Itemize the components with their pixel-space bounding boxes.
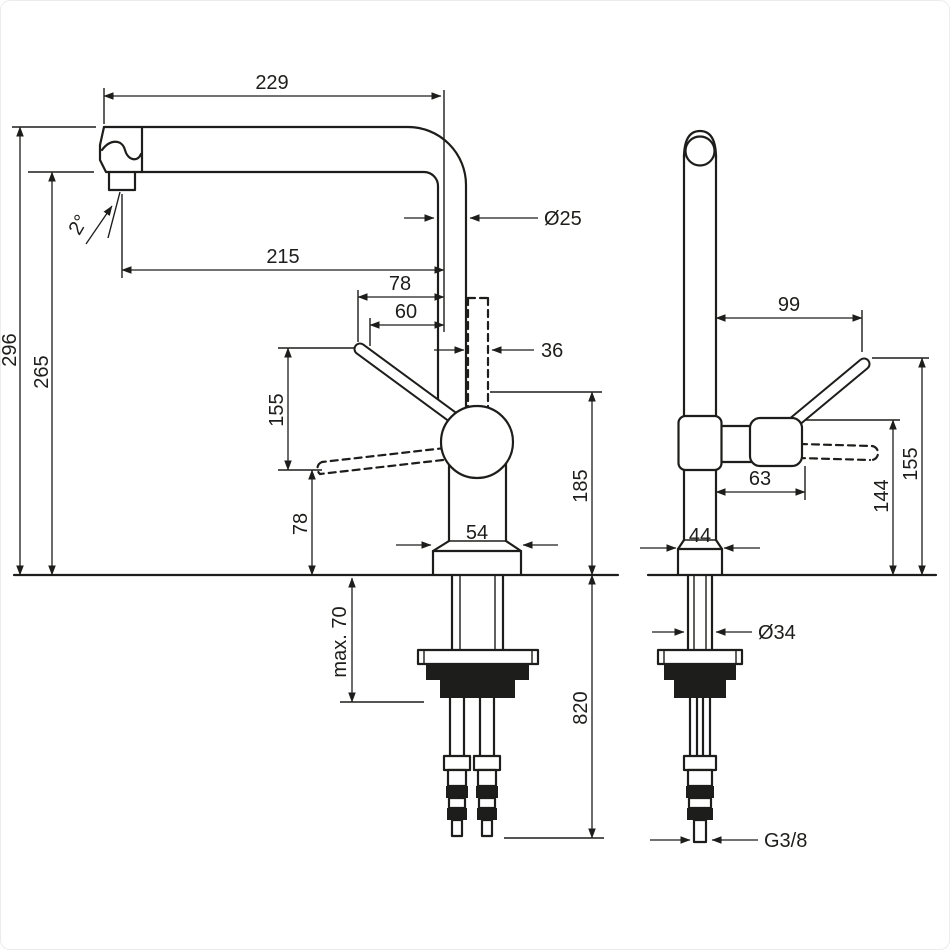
- mounting-flange: [416, 648, 540, 666]
- spout-outline: [102, 125, 468, 414]
- side-supply-hoses: [688, 696, 712, 758]
- dim-body-offset: 36: [434, 340, 563, 362]
- dim-handle-tip-height-label: 155: [900, 447, 922, 480]
- side-handle-lever-alt-dashed: [796, 442, 880, 462]
- swivel-pin: [684, 135, 716, 167]
- side-mounting-nut: [664, 664, 736, 698]
- aerator: [107, 170, 137, 192]
- supply-hoses: [448, 696, 496, 758]
- dim-handle-pivot-height-label: 144: [871, 479, 893, 512]
- ball-joint: [439, 404, 515, 480]
- dim-handle-projection-lower: 60: [369, 301, 445, 346]
- mounting-nut: [426, 664, 529, 698]
- hose-connector-right: [472, 754, 502, 838]
- handle-lever-alt-dashed: [316, 446, 447, 476]
- dim-shank-diameter: Ø34: [652, 622, 796, 644]
- dim-clearance-under-spout-label: 185: [570, 469, 592, 502]
- dim-spout-height-label: 265: [31, 355, 53, 388]
- dim-handle-swing-height-label: 155: [266, 393, 288, 426]
- side-view: [646, 129, 938, 844]
- dim-handle-projection-upper: 78: [357, 273, 445, 342]
- dim-hose-length: 820: [504, 574, 604, 839]
- dim-base-depth-label: 44: [689, 525, 711, 547]
- side-mounting-shank: [686, 573, 714, 652]
- dim-handle-tip-height: 155: [872, 357, 929, 576]
- dim-handle-projection-upper-label: 78: [389, 273, 411, 295]
- side-hose-connector: [682, 754, 718, 844]
- dim-supply-connection-label: G3/8: [764, 830, 807, 852]
- spout-outlet: [98, 125, 142, 174]
- dim-body-offset-label: 36: [541, 340, 563, 362]
- dim-pipe-diameter: Ø25: [404, 208, 582, 230]
- dim-handle-offset-label: 63: [749, 468, 771, 490]
- dim-outlet-projection: 215: [121, 194, 445, 278]
- side-mounting-flange: [656, 648, 744, 666]
- dim-handle-projection-lower-label: 60: [395, 301, 417, 323]
- dim-spout-reach-label: 229: [255, 72, 288, 94]
- dim-handle-offset: 63: [715, 466, 806, 500]
- dim-pipe-diameter-label: Ø25: [544, 208, 582, 230]
- dim-handle-pivot-height: 144: [806, 419, 900, 576]
- dim-base-depth: 44: [640, 525, 760, 552]
- dim-handle-reach-label: 99: [778, 294, 800, 316]
- dim-handle-clearance: 78: [290, 469, 316, 576]
- hose-connector-left: [442, 754, 472, 838]
- dim-base-width-label: 54: [466, 522, 488, 544]
- side-base: [676, 538, 724, 577]
- dim-max-deck-thickness-label: max. 70: [329, 606, 351, 677]
- dim-hose-length-label: 820: [570, 691, 592, 724]
- dim-outlet-projection-label: 215: [266, 246, 299, 268]
- spout-inner-outline: [138, 170, 440, 414]
- dim-spout-height: 265: [28, 171, 94, 576]
- dim-handle-reach: 99: [715, 294, 863, 352]
- dim-handle-swing-height: 155: [266, 347, 354, 471]
- hidden-hose-dashed: [466, 296, 490, 417]
- dim-spout-reach: 229: [103, 72, 445, 332]
- dim-base-width: 54: [396, 522, 558, 549]
- pipe-dome: [682, 129, 718, 160]
- dim-overall-height-label: 296: [0, 333, 21, 366]
- dim-supply-connection: G3/8: [650, 830, 807, 852]
- dim-handle-clearance-label: 78: [290, 513, 312, 535]
- handle-lever: [353, 342, 469, 431]
- dim-shank-diameter-label: Ø34: [758, 622, 796, 644]
- dim-overall-height: 296: [0, 126, 96, 576]
- dim-spout-angle: 2°: [64, 191, 121, 245]
- body-collar: [677, 414, 723, 472]
- side-dimensions: 99 144 155 63 44 Ø34: [640, 294, 929, 852]
- handle-pivot: [748, 416, 804, 468]
- faucet-base: [431, 539, 523, 577]
- dim-spout-angle-label: 2°: [64, 211, 93, 239]
- spout-wave-detail: [100, 140, 143, 161]
- front-dimensions: 229 296 265 2° 215 78: [0, 72, 604, 839]
- front-view: [12, 125, 620, 838]
- dim-clearance-under-spout: 185: [490, 391, 602, 576]
- dim-max-deck-thickness: max. 70: [329, 577, 424, 703]
- mounting-shank: [450, 573, 505, 652]
